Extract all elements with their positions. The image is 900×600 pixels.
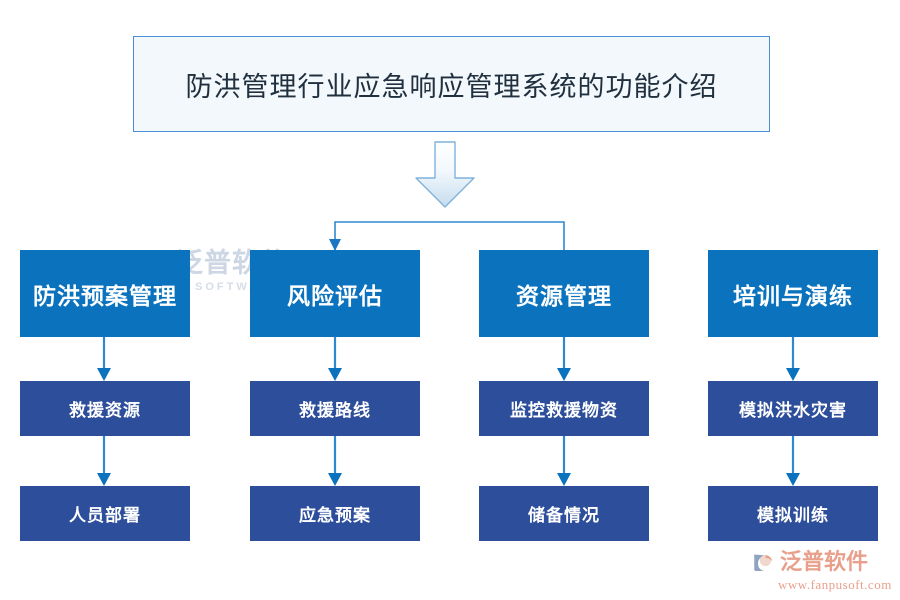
node-label: 模拟训练 (757, 506, 829, 525)
node-col1-level3[interactable]: 人员部署 (20, 486, 190, 541)
brand-url-text: www.fanpusoft.com (778, 577, 892, 592)
node-col1-level1[interactable]: 防洪预案管理 (20, 250, 190, 337)
node-label: 救援资源 (69, 401, 141, 420)
node-col2-level1[interactable]: 风险评估 (250, 250, 420, 337)
node-label: 监控救援物资 (510, 401, 618, 420)
arrow-col4-l2-l3 (786, 436, 800, 486)
node-label: 风险评估 (287, 283, 383, 309)
node-col3-level2[interactable]: 监控救援物资 (479, 381, 649, 436)
node-label: 人员部署 (69, 506, 141, 525)
node-label: 资源管理 (516, 283, 612, 309)
node-col2-level2[interactable]: 救援路线 (250, 381, 420, 436)
branch-connector-icon (329, 221, 565, 251)
arrow-col4-l1-l2 (786, 337, 800, 381)
brand-name-text: 泛普软件 (780, 549, 869, 574)
node-col3-level1[interactable]: 资源管理 (479, 250, 649, 337)
node-label: 模拟洪水灾害 (739, 401, 847, 420)
node-col3-level3[interactable]: 储备情况 (479, 486, 649, 541)
diagram-title-text: 防洪管理行业应急响应管理系统的功能介绍 (185, 71, 718, 102)
node-label: 救援路线 (299, 401, 371, 420)
diagram-title-box: 防洪管理行业应急响应管理系统的功能介绍 (133, 36, 770, 132)
node-col4-level2[interactable]: 模拟洪水灾害 (708, 381, 878, 436)
down-block-arrow-icon (415, 141, 475, 208)
node-label: 防洪预案管理 (33, 283, 177, 309)
brand-swoosh-icon (754, 554, 773, 571)
arrow-col3-l2-l3 (557, 436, 571, 486)
arrow-col1-l2-l3 (97, 436, 111, 486)
brand-logo: 泛普软件 www.fanpusoft.com (752, 550, 892, 594)
node-col1-level2[interactable]: 救援资源 (20, 381, 190, 436)
arrow-col2-l2-l3 (328, 436, 342, 486)
node-col4-level3[interactable]: 模拟训练 (708, 486, 878, 541)
node-label: 应急预案 (299, 506, 371, 525)
arrow-col1-l1-l2 (97, 337, 111, 381)
node-label: 储备情况 (528, 506, 600, 525)
node-label: 培训与演练 (733, 283, 853, 309)
node-col2-level3[interactable]: 应急预案 (250, 486, 420, 541)
arrow-col3-l1-l2 (557, 337, 571, 381)
node-col4-level1[interactable]: 培训与演练 (708, 250, 878, 337)
arrow-col2-l1-l2 (328, 337, 342, 381)
brand-logo-row: 泛普软件 (752, 550, 892, 574)
